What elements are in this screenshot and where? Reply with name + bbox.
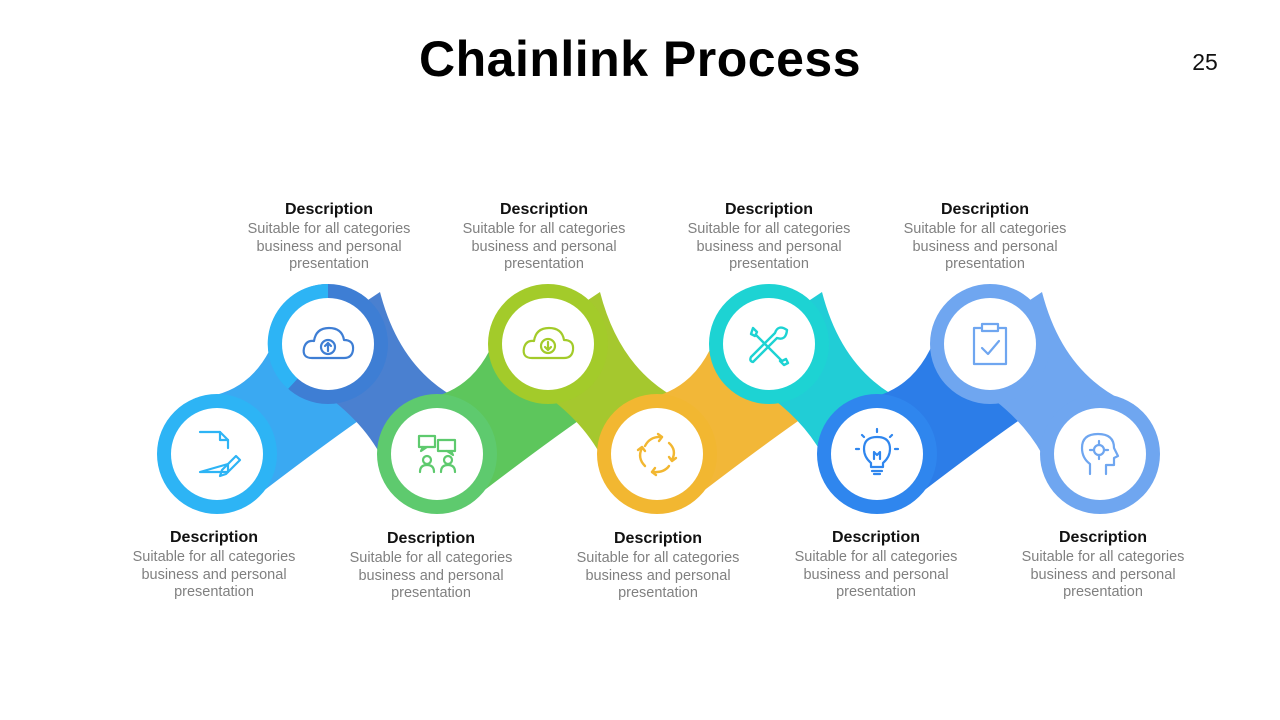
step-3-text: Suitable for all categories business and… — [349, 550, 513, 601]
document-edit-icon — [198, 430, 242, 478]
step-2-heading: Description — [284, 201, 373, 218]
team-discussion-icon — [417, 434, 457, 474]
step-7-description: Description Suitable for all categories … — [776, 528, 976, 602]
step-3-description: Description Suitable for all categories … — [331, 529, 531, 603]
step-1-text: Suitable for all categories business and… — [132, 549, 296, 600]
step-1-heading: Description — [169, 529, 258, 546]
cloud-download-icon — [522, 326, 575, 360]
step-9-description: Description Suitable for all categories … — [1003, 528, 1203, 602]
ring-3 — [377, 394, 497, 514]
step-2-text: Suitable for all categories business and… — [247, 221, 411, 272]
step-4-text: Suitable for all categories business and… — [462, 221, 626, 272]
tools-icon — [749, 326, 790, 367]
step-8-text: Suitable for all categories business and… — [903, 221, 1067, 272]
step-4-description: Description Suitable for all categories … — [444, 200, 644, 274]
step-7-heading: Description — [831, 529, 920, 546]
step-2-description: Description Suitable for all categories … — [229, 200, 429, 274]
page-number: 25 — [1192, 49, 1218, 75]
step-5-description: Description Suitable for all categories … — [558, 529, 758, 603]
ring-1 — [157, 394, 277, 514]
cloud-upload-icon — [302, 326, 355, 360]
step-6-heading: Description — [724, 201, 813, 218]
clipboard-check-icon — [972, 322, 1008, 366]
step-4-heading: Description — [499, 201, 588, 218]
step-3-heading: Description — [386, 530, 475, 547]
ring-5 — [597, 394, 717, 514]
refresh-cycle-icon — [636, 432, 678, 477]
ring-8 — [930, 284, 1050, 404]
step-6-description: Description Suitable for all categories … — [669, 200, 869, 274]
slide-title: Chainlink Process — [419, 31, 861, 87]
head-gear-icon — [1080, 432, 1120, 476]
lightbulb-icon — [854, 427, 900, 476]
step-6-text: Suitable for all categories business and… — [687, 221, 851, 272]
step-8-description: Description Suitable for all categories … — [885, 200, 1085, 274]
step-5-heading: Description — [613, 530, 702, 547]
step-9-heading: Description — [1058, 529, 1147, 546]
step-8-heading: Description — [940, 201, 1029, 218]
step-7-text: Suitable for all categories business and… — [794, 549, 958, 600]
step-5-text: Suitable for all categories business and… — [576, 550, 740, 601]
step-9-text: Suitable for all categories business and… — [1021, 549, 1185, 600]
step-1-description: Description Suitable for all categories … — [114, 528, 314, 602]
ring-6 — [709, 284, 829, 404]
